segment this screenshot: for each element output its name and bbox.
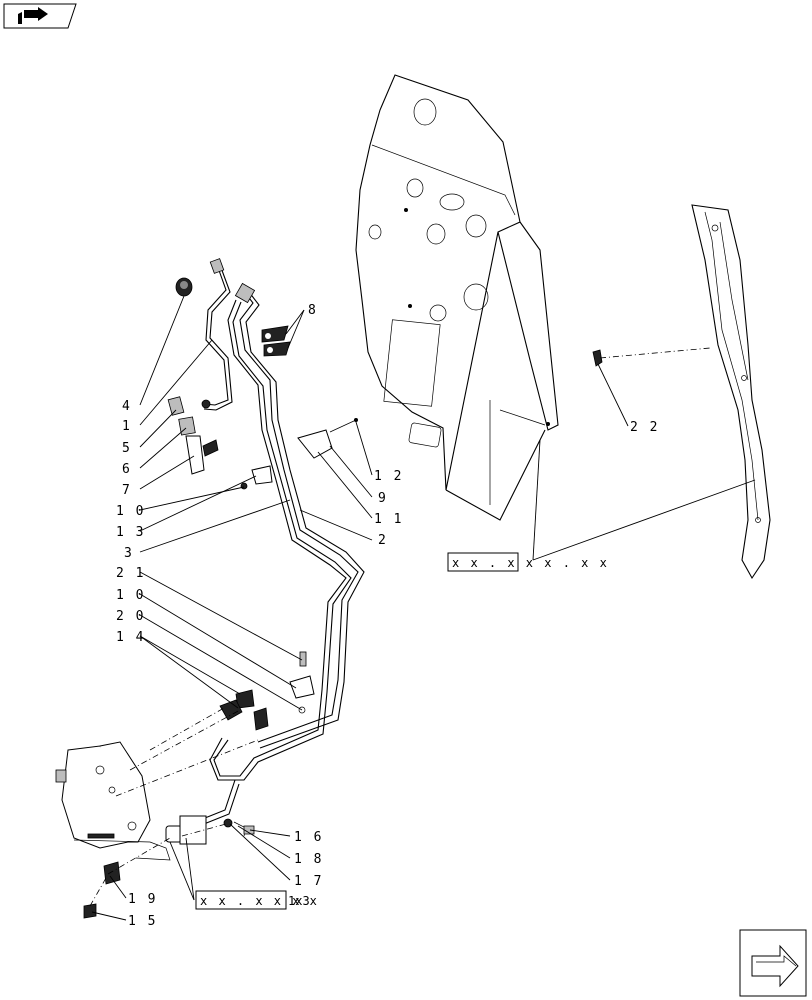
callout-12: 1 2 [374,469,403,484]
tee-fitting-7 [185,435,219,475]
callout-8: 8 [308,303,318,318]
callout-4: 4 [122,399,132,414]
panel-reference-text: x x . x x x . x x [452,556,609,570]
clamp-10-13 [240,465,273,490]
callout-9: 9 [378,491,388,506]
callout-10-a: 1 0 [116,504,145,519]
callout-1: 1 [122,419,132,434]
callout-3: 3 [124,546,134,561]
valve-reference-link[interactable]: x x . x x x 1x3x [195,890,317,910]
callout-19: 1 9 [128,892,157,907]
callout-17: 1 7 [294,874,323,889]
callout-16: 1 6 [294,830,323,845]
callout-21: 2 1 [116,566,145,581]
fitting-5 [167,396,211,416]
callout-14: 1 4 [116,630,145,645]
callout-6: 6 [122,462,132,477]
callout-15: 1 5 [128,914,157,929]
cap-4 [175,277,193,297]
valve-reference-text: x x . x x x [200,894,301,908]
panel-reference-link[interactable]: x x . x x x . x x [447,552,609,572]
leader-lines [91,295,756,921]
callout-20: 2 0 [116,609,145,624]
side-support-bracket [691,204,771,580]
callout-18: 1 8 [294,852,323,867]
callout-10-b: 1 0 [116,588,145,603]
clamp-8 [261,325,291,357]
book-return-icon[interactable] [3,3,77,29]
callout-2: 2 [378,533,388,548]
callout-13: 1 3 [116,525,145,540]
callout-7: 7 [122,483,132,498]
mounting-panel [355,74,559,521]
clamp-14-20-21 [235,651,315,714]
clip-22 [592,349,603,367]
valve-reference-suffix: 1x3x [288,894,317,908]
callout-22: 2 2 [630,420,659,435]
callout-11: 1 1 [374,512,403,527]
bracket-9 [297,418,358,459]
next-page-arrow-icon[interactable] [739,929,807,997]
valve-block [55,699,269,919]
callout-5: 5 [122,441,132,456]
